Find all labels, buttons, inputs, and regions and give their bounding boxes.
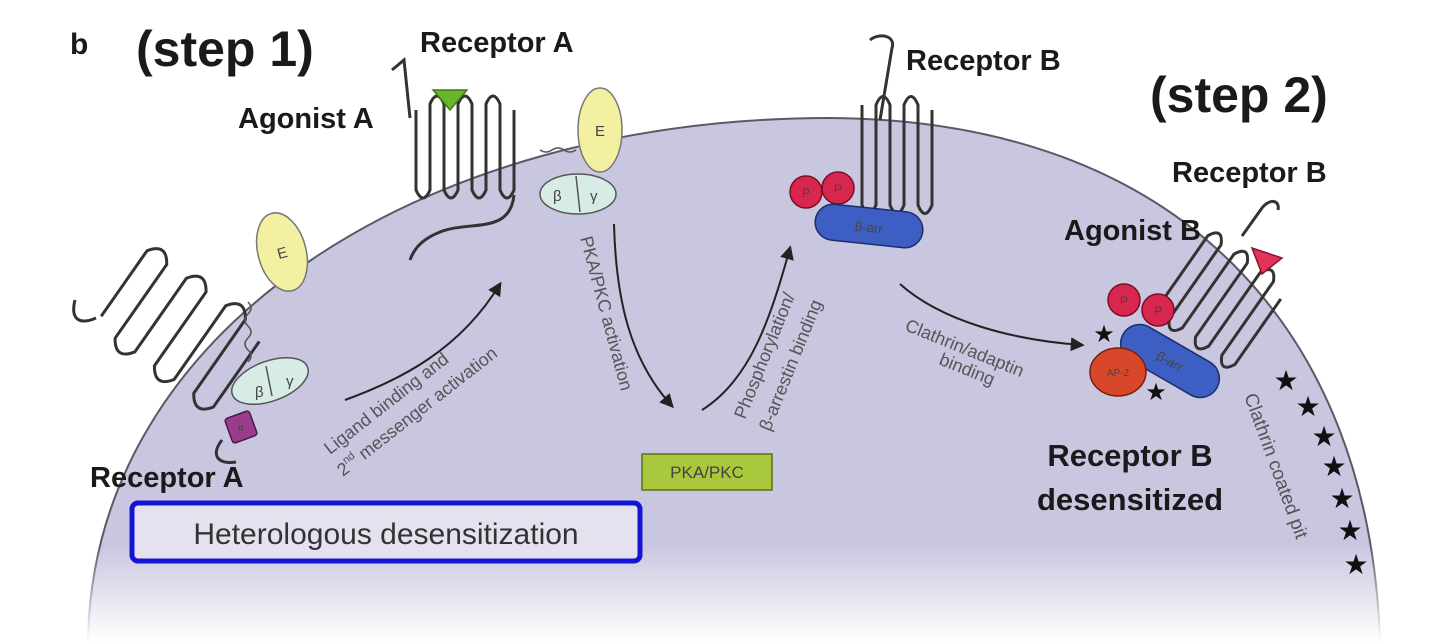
- g-alpha-label: α: [238, 423, 243, 433]
- receptor-b-desensitized-line1: Receptor B: [1047, 438, 1212, 473]
- pka-pkc-label: PKA/PKC: [670, 463, 744, 482]
- svg-text:★: ★: [1329, 483, 1354, 514]
- svg-text:★: ★: [1337, 515, 1362, 546]
- step2-label: (step 2): [1150, 67, 1328, 123]
- receptor-a-bottom-icon: [72, 247, 261, 465]
- svg-text:★: ★: [1273, 365, 1298, 396]
- g-beta-gamma-icon-a: [231, 357, 309, 405]
- receptor-a-top-label: Receptor A: [420, 27, 574, 59]
- phosphate-label: P: [834, 182, 842, 196]
- clathrin-pit-icon: ★ ★ ★ ★ ★ ★ ★: [1273, 365, 1368, 580]
- pka-pkc-box: [641, 453, 773, 491]
- agonist-b-icon: [1250, 246, 1284, 276]
- step1-label: (step 1): [136, 21, 314, 77]
- g-gamma-label-top: γ: [590, 188, 598, 205]
- effector-icon-a: [255, 212, 309, 292]
- effector-label-a: E: [275, 244, 289, 263]
- receptor-b-right-icon: [1160, 200, 1283, 369]
- g-beta-label-a: β: [255, 384, 264, 401]
- phosphate-label: P: [1154, 304, 1162, 318]
- phosphate-label: P: [1120, 294, 1128, 308]
- svg-text:★: ★: [1321, 451, 1346, 482]
- receptor-b-top-label: Receptor B: [906, 45, 1061, 77]
- arrow-clathrin-binding: [899, 283, 1085, 352]
- arrow-pka-activation: [613, 223, 674, 409]
- phosphate-icon: [1107, 283, 1141, 317]
- arrow-ligand-binding: [344, 281, 502, 401]
- clathrin-star-icon: ★: [1093, 321, 1115, 348]
- heterologous-box: [129, 500, 643, 564]
- g-alpha-icon: [224, 410, 258, 444]
- g-gamma-label-a: γ: [286, 373, 294, 390]
- effector-icon-top: [577, 87, 623, 173]
- arrow-phosphorylation: [701, 245, 794, 411]
- effector-label-top: E: [595, 123, 605, 140]
- receptor-b-right-label: Receptor B: [1172, 157, 1327, 189]
- adaptin-label: AP-2: [1107, 368, 1130, 379]
- svg-text:★: ★: [1311, 421, 1336, 452]
- adaptin-icon: [1089, 347, 1147, 397]
- agonist-a-label: Agonist A: [238, 103, 374, 135]
- g-beta-label-top: β: [553, 188, 562, 205]
- agonist-a-icon: [431, 89, 469, 112]
- barrestin-icon: [1119, 323, 1221, 399]
- svg-text:★: ★: [1343, 549, 1368, 580]
- receptor-a-bottom-label: Receptor A: [90, 462, 244, 494]
- g-tether-top: [539, 147, 577, 153]
- receptor-b-desensitized-line2: desensitized: [1037, 482, 1223, 517]
- receptor-a-top-icon: [391, 57, 516, 261]
- barrestin-label: β-arr: [854, 219, 884, 237]
- barrestin-icon: [814, 203, 924, 249]
- heterologous-label: Heterologous desensitization: [193, 518, 578, 551]
- phosphate-icon: [1141, 293, 1175, 327]
- svg-text:★: ★: [1295, 391, 1320, 422]
- clathrin-star-icon: ★: [1145, 379, 1167, 406]
- phosphate-label: P: [802, 186, 810, 200]
- g-tether-a: [244, 301, 252, 363]
- agonist-b-label: Agonist B: [1064, 215, 1201, 247]
- panel-letter: b: [70, 28, 88, 61]
